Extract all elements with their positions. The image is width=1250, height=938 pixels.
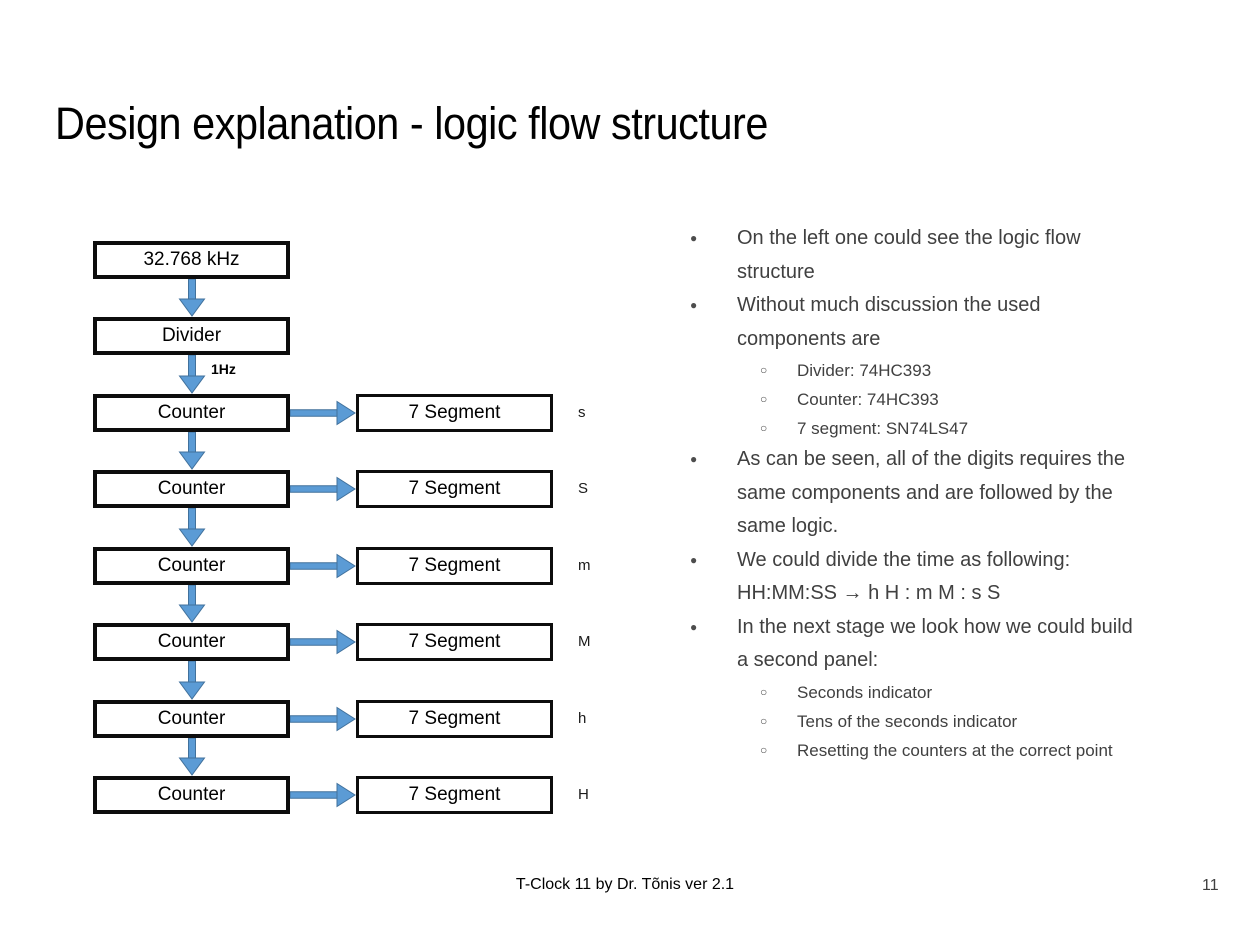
logic-flow-diagram: 32.768 kHz Divider 1Hz Counter 7 Segment s… (93, 241, 591, 814)
counter-box: Counter (93, 776, 290, 814)
digit-label: H (578, 786, 589, 803)
bullet-dot-icon: ● (690, 231, 698, 245)
divider-box: Divider (93, 317, 290, 355)
sub-bullet-item: ○ Resetting the counters at the correct p… (690, 736, 1195, 765)
counter-box: Counter (93, 700, 290, 738)
bullet-text: 7 segment: SN74LS47 (797, 419, 969, 438)
bullet-item: ● We could divide the time as following:H… (690, 544, 1195, 611)
digit-label: M (578, 633, 591, 650)
bullet-dot-icon: ● (690, 452, 698, 466)
digit-label: s (578, 404, 586, 421)
flow-arrow-right-icon (289, 553, 356, 579)
flow-arrow-down-icon (178, 660, 206, 700)
page-title: Design explanation - logic flow structur… (55, 98, 768, 149)
flow-arrow-right-icon (289, 476, 356, 502)
flow-arrow-right-icon (289, 706, 356, 732)
segment-box: 7 Segment (356, 623, 553, 661)
bullet-dot-icon: ● (690, 298, 698, 312)
flow-arrow-right-icon (289, 782, 356, 808)
flow-arrow-down-icon (178, 431, 206, 470)
flow-arrow-right-icon (289, 629, 356, 655)
bullet-text: Resetting the counters at the correct po… (797, 740, 1113, 760)
sub-bullet-item: ○ Divider: 74HC393 (690, 356, 1195, 385)
bullet-circle-icon: ○ (760, 713, 768, 728)
bullet-circle-icon: ○ (760, 684, 768, 699)
flow-arrow-down-icon (178, 737, 206, 776)
bullet-text: We could divide the time as following:HH… (737, 548, 1071, 605)
digit-label: m (578, 557, 591, 574)
segment-box: 7 Segment (356, 394, 553, 432)
bullet-text: In the next stage we look how we could b… (737, 615, 1133, 672)
bullet-list: ● On the left one could see the logic flo… (690, 222, 1195, 765)
digit-label: S (578, 480, 589, 497)
oscillator-box: 32.768 kHz (93, 241, 290, 279)
flow-arrow-down-icon (178, 354, 206, 394)
bullet-text: Seconds indicator (797, 682, 933, 702)
bullet-text: Tens of the seconds indicator (797, 711, 1018, 731)
flow-arrow-down-icon (178, 584, 206, 623)
sub-bullet-item: ○ Counter: 74HC393 (690, 385, 1195, 414)
counter-box: Counter (93, 470, 290, 508)
counter-box: Counter (93, 394, 290, 432)
segment-box: 7 Segment (356, 547, 553, 585)
sub-bullet-item: ○ 7 segment: SN74LS47 (690, 414, 1195, 443)
flow-arrow-right-icon (289, 400, 356, 426)
bullet-dot-icon: ● (690, 552, 698, 567)
bullet-text: Counter: 74HC393 (797, 390, 939, 409)
footer-text: T-Clock 11 by Dr. Tõnis ver 2.1 (515, 876, 735, 893)
bullet-text: As can be seen, all of the digits requir… (737, 448, 1126, 537)
page-number: 11 (1202, 877, 1219, 894)
sub-bullet-item: ○ Tens of the seconds indicator (690, 707, 1195, 736)
counter-box: Counter (93, 547, 290, 585)
bullet-dot-icon: ● (690, 619, 698, 634)
bullet-item: ● As can be seen, all of the digits requi… (690, 443, 1195, 544)
segment-box: 7 Segment (356, 700, 553, 738)
bullet-text: Divider: 74HC393 (797, 361, 932, 380)
bullet-item: ● In the next stage we look how we could … (690, 611, 1195, 678)
frequency-label: 1Hz (211, 361, 236, 377)
flow-arrow-down-icon (178, 278, 206, 317)
counter-box: Counter (93, 623, 290, 661)
sub-bullet-item: ○ Seconds indicator (690, 678, 1195, 707)
bullet-circle-icon: ○ (760, 421, 768, 435)
segment-box: 7 Segment (356, 470, 553, 508)
bullet-circle-icon: ○ (760, 363, 768, 377)
bullet-circle-icon: ○ (760, 742, 768, 757)
flow-arrow-down-icon (178, 507, 206, 547)
bullet-circle-icon: ○ (760, 392, 768, 406)
bullet-text: On the left one could see the logic flow… (737, 227, 1081, 283)
bullet-item: ● On the left one could see the logic flo… (690, 222, 1195, 289)
digit-label: h (578, 710, 587, 727)
segment-box: 7 Segment (356, 776, 553, 814)
